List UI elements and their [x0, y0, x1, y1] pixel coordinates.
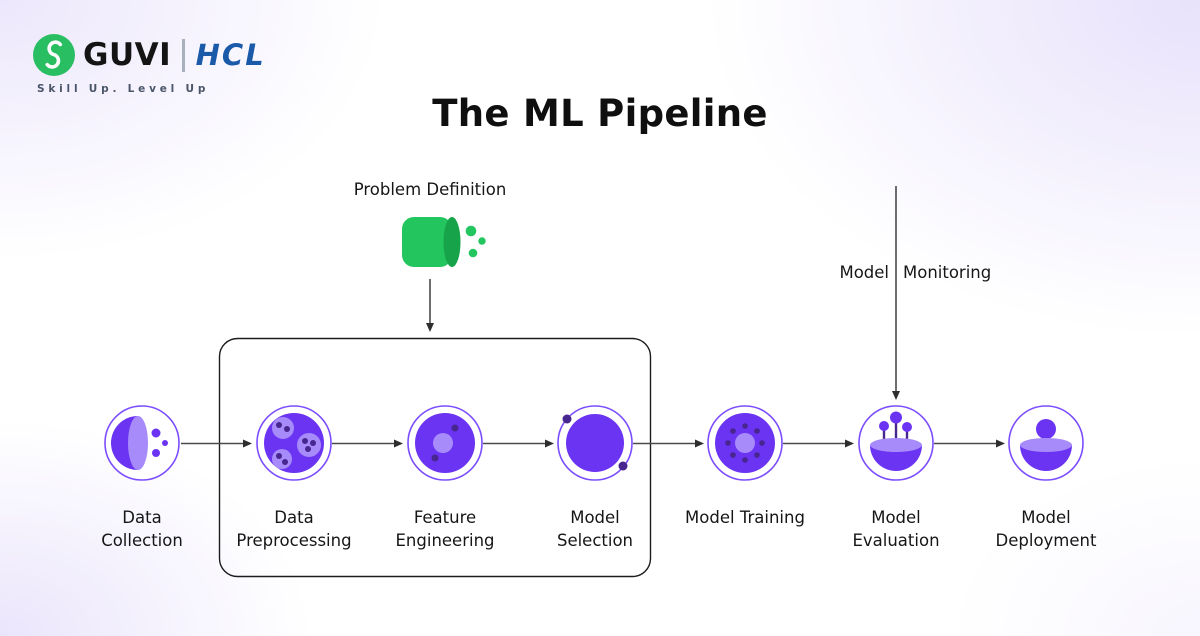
- brand-divider: [182, 38, 185, 72]
- page-title: The ML Pipeline: [432, 92, 768, 135]
- brand-row: GUVI HCL: [33, 34, 266, 76]
- feature-engineering-icon: [407, 405, 483, 481]
- stage-label-line1: Model: [1021, 508, 1071, 527]
- guvi-wordmark: GUVI: [83, 37, 172, 73]
- stage-label-line2: Collection: [101, 531, 183, 550]
- model-monitoring-label-left: Model: [839, 263, 889, 282]
- problem-definition-label: Problem Definition: [353, 180, 507, 199]
- database-cylinder-icon: [402, 217, 486, 267]
- stage-label-line2: Preprocessing: [236, 531, 352, 550]
- stage-label-line1: Model Training: [685, 508, 805, 527]
- stage-label: Data Collection: [101, 506, 183, 552]
- model-monitoring-label-right: Monitoring: [903, 263, 992, 282]
- stage-label-line1: Feature: [413, 508, 477, 527]
- stage-label: Model Selection: [557, 506, 633, 552]
- stage-label: Feature Engineering: [396, 506, 495, 552]
- stage-label-line1: Model: [570, 508, 620, 527]
- stage-label: Data Preprocessing: [236, 506, 351, 552]
- stage-data-collection: Data Collection: [62, 403, 222, 552]
- hcl-wordmark: HCL: [195, 38, 266, 72]
- stage-model-evaluation: Model Evaluation: [816, 403, 976, 552]
- model-deployment-icon: [1008, 405, 1084, 481]
- stage-label-line2: Deployment: [995, 531, 1097, 550]
- model-training-icon: [707, 405, 783, 481]
- stage-model-selection: Model Selection: [515, 403, 675, 552]
- stage-model-training: Model Training: [665, 403, 825, 529]
- model-selection-icon: [557, 405, 633, 481]
- brand-tagline: Skill Up. Level Up: [37, 83, 210, 95]
- stage-data-preprocessing: Data Preprocessing: [214, 403, 374, 552]
- stage-label-line2: Evaluation: [852, 531, 940, 550]
- stage-label: Model Evaluation: [852, 506, 939, 552]
- stage-label-line2: Engineering: [395, 531, 495, 550]
- stage-label: Model Training: [685, 506, 805, 529]
- stage-label: Model Deployment: [996, 506, 1097, 552]
- stage-label-line1: Data: [122, 508, 162, 527]
- grouping-box: [218, 337, 652, 578]
- stage-feature-engineering: Feature Engineering: [365, 403, 525, 552]
- model-evaluation-icon: [858, 405, 934, 481]
- stage-model-deployment: Model Deployment: [966, 403, 1126, 552]
- brand-header: GUVI HCL Skill Up. Level Up: [33, 34, 266, 95]
- guvi-logo-icon: [33, 34, 75, 76]
- data-collection-icon: [104, 405, 180, 481]
- stage-label-line1: Data: [274, 508, 314, 527]
- stage-label-line2: Selection: [556, 531, 634, 550]
- data-preprocessing-icon: [256, 405, 332, 481]
- stage-label-line1: Model: [871, 508, 921, 527]
